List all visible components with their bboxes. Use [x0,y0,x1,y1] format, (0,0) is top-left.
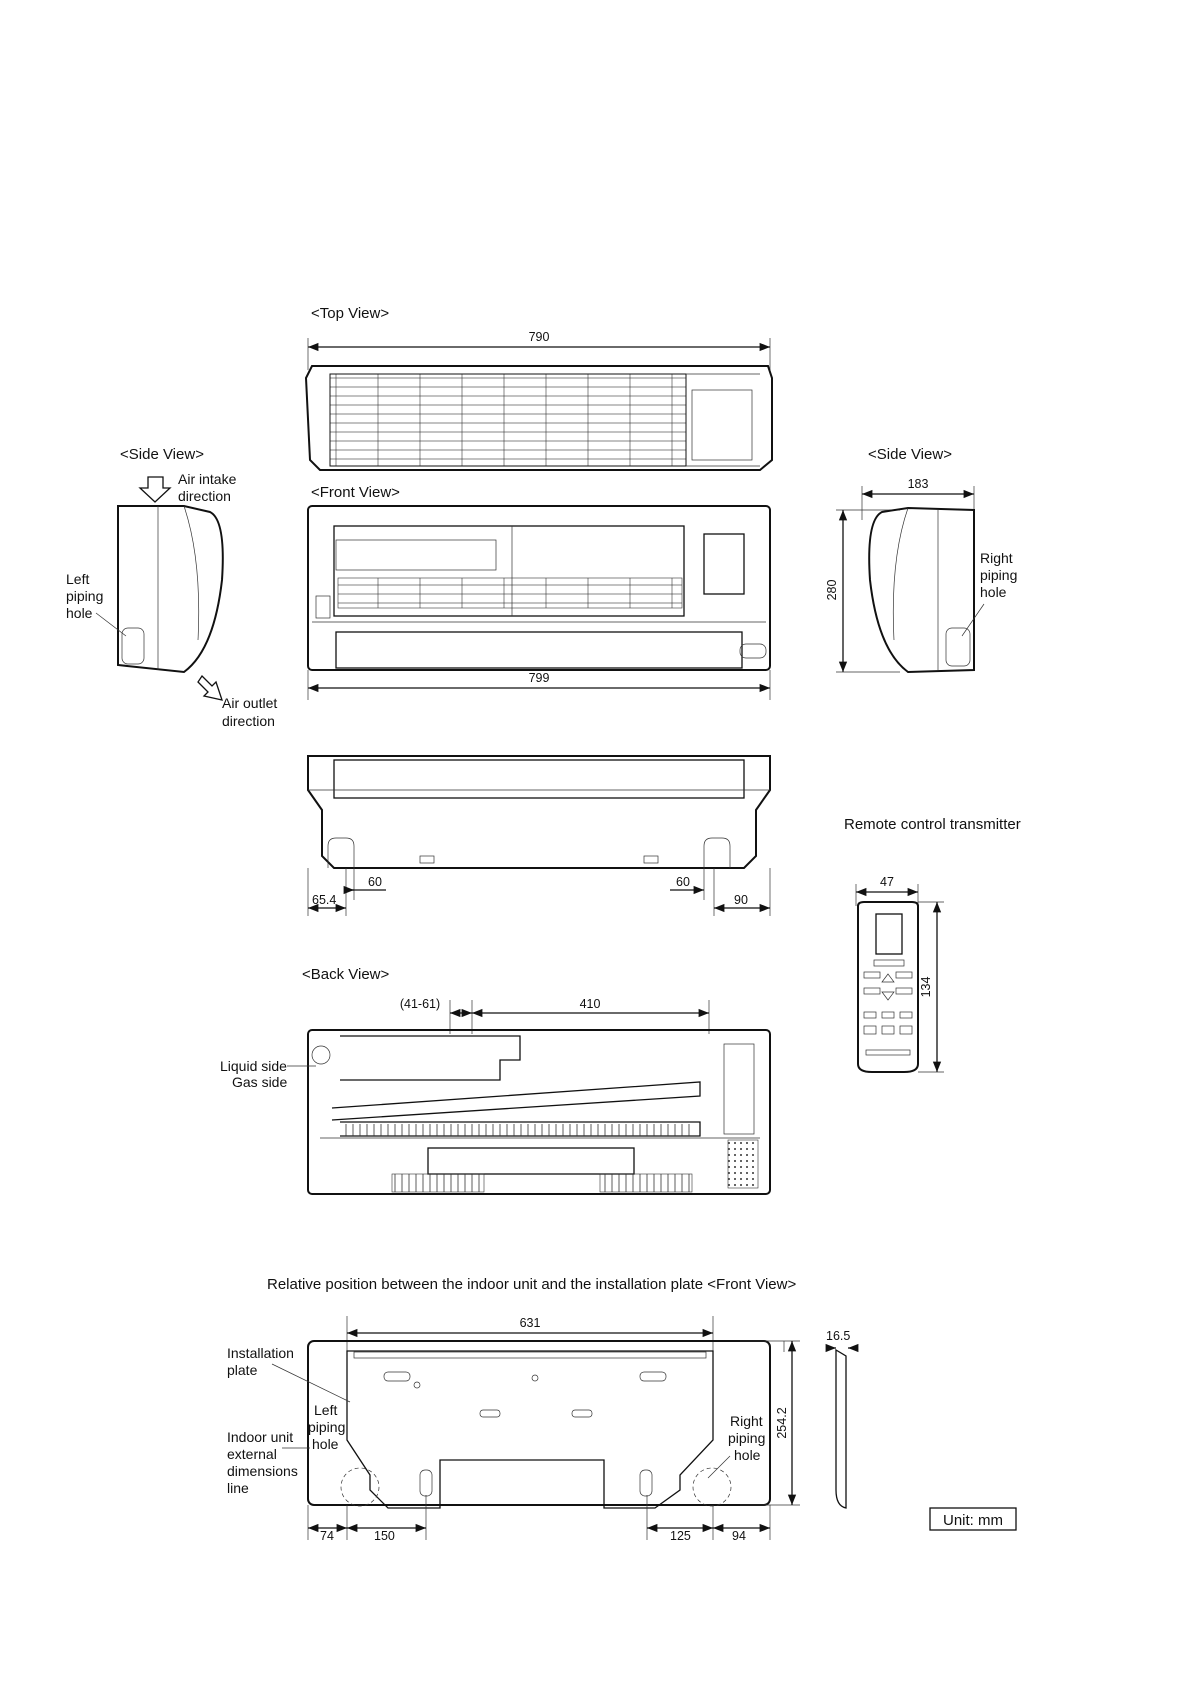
gas-side-label: Gas side [232,1074,287,1090]
top-view: <Top View> 790 [304,305,773,471]
right-piping-label-1: Right [980,550,1013,566]
front-view-louver [335,631,743,669]
air-intake-label-2: direction [178,488,231,504]
bottom-left-edge-dim: 65.4 [312,893,336,907]
remote-height-dim: 134 [919,977,933,998]
front-view-filter [333,525,685,617]
plate-right-piping-label-3: hole [734,1447,761,1463]
installation-plate [346,1350,714,1509]
remote-body [857,901,919,1073]
installation-plate-label-2: plate [227,1362,258,1378]
side-view-left-body [117,505,224,674]
front-view-title: <Front View> [311,484,400,501]
air-outlet-label-2: direction [222,713,275,729]
plate-depth-dim: 16.5 [826,1329,850,1343]
plate-width-dim: 631 [520,1316,541,1330]
top-view-body [304,365,773,471]
bottom-right-hole-dim: 60 [676,875,690,889]
indoor-unit-label-4: line [227,1480,249,1496]
left-piping-label-1: Left [66,571,89,587]
air-intake-label-1: Air intake [178,471,237,487]
side-view-left: <Side View> Air intake direction Left pi… [66,446,277,729]
right-piping-label-2: piping [980,567,1017,583]
installation-plate-label-1: Installation [227,1345,294,1361]
side-height-dim: 280 [825,580,839,601]
air-outlet-arrow-icon [197,674,223,701]
unit-label: Unit: mm [943,1512,1003,1529]
installation-plate-view: Relative position between the indoor uni… [227,1276,859,1543]
bottom-view-body [307,755,771,869]
plate-right-piping-label-2: piping [728,1430,765,1446]
side-depth-dim: 183 [908,477,929,491]
plate-right-hole-dim: 125 [670,1529,691,1543]
plate-side-profile [835,1348,847,1509]
side-view-left-title: <Side View> [120,446,204,463]
plate-left-piping-label-3: hole [312,1436,339,1452]
plate-title: Relative position between the indoor uni… [267,1276,796,1293]
back-view: <Back View> (41-61) 410 Liquid side Gas … [220,966,771,1195]
front-view-control-box [703,533,745,595]
right-piping-label-3: hole [980,584,1007,600]
bottom-view: 65.4 60 60 90 [307,755,771,916]
remote-control: Remote control transmitter 47 134 [844,816,1021,1073]
side-view-right-body [868,506,975,674]
side-view-right: <Side View> 183 280 Right piping hole [825,446,1017,674]
plate-left-piping-label-1: Left [314,1402,337,1418]
plate-right-edge-dim: 94 [732,1529,746,1543]
bottom-left-hole-dim: 60 [368,875,382,889]
top-view-title: <Top View> [311,305,389,322]
top-width-dim: 790 [529,330,550,344]
back-range-dim: (41-61) [400,997,440,1011]
top-view-grille [329,373,687,467]
remote-width-dim: 47 [880,875,894,889]
front-width-dim: 799 [529,671,550,685]
indoor-unit-label-1: Indoor unit [227,1429,293,1445]
air-intake-arrow-icon [138,476,172,503]
back-view-title: <Back View> [302,966,390,983]
plate-left-piping-label-2: piping [308,1419,345,1435]
air-outlet-label-1: Air outlet [222,695,277,711]
plate-left-hole-dim: 150 [374,1529,395,1543]
plate-left-edge-dim: 74 [320,1529,334,1543]
plate-right-piping-label-1: Right [730,1413,763,1429]
remote-display [875,913,903,955]
unit-box: Unit: mm [929,1507,1017,1531]
left-piping-label-3: hole [66,605,93,621]
left-piping-label-2: piping [66,588,103,604]
side-view-right-title: <Side View> [868,446,952,463]
liquid-side-label: Liquid side [220,1058,287,1074]
front-view-body [307,505,771,671]
indoor-unit-label-3: dimensions [227,1463,298,1479]
indoor-unit-outline [307,1340,771,1506]
indoor-unit-label-2: external [227,1446,277,1462]
bottom-right-edge-dim: 90 [734,893,748,907]
back-span-dim: 410 [580,997,601,1011]
remote-title: Remote control transmitter [844,816,1021,833]
front-view: <Front View> 799 [307,484,771,700]
back-view-body [307,1029,771,1195]
plate-height-dim: 254.2 [775,1407,789,1438]
